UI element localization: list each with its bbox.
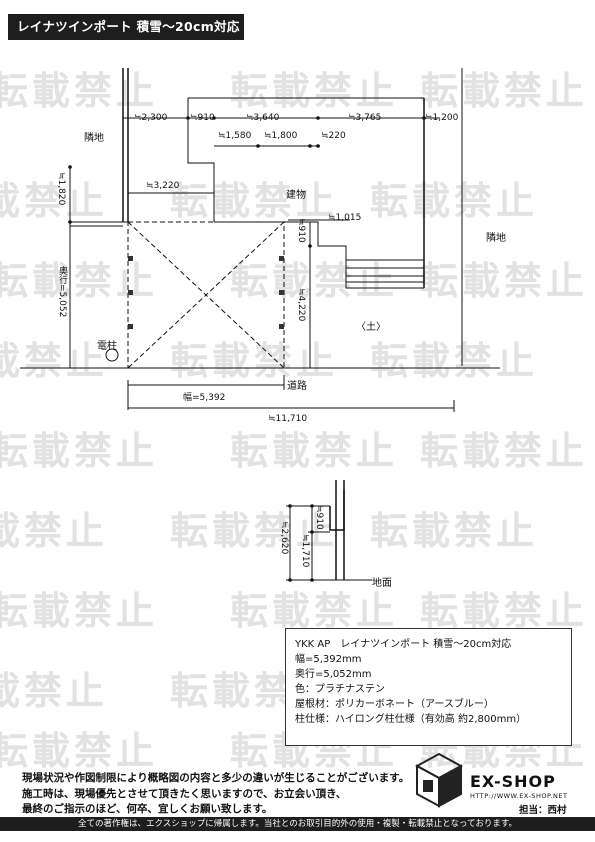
- watermark-text: 転載禁止: [420, 589, 589, 633]
- watermark-text: 転載禁止: [230, 259, 399, 303]
- copyright-footer: 全ての著作権は、エクスショップに帰属します。当社とのお取引目的外の使用・複製・転…: [0, 817, 595, 831]
- building-outline-left: [187, 98, 215, 222]
- watermark-text: 転載禁止: [0, 509, 109, 553]
- spec-product: YKK AP レイナツインポート 積雪～20cm対応: [295, 639, 512, 650]
- carport-posts: [128, 256, 284, 329]
- dim-910-vertical: ≒910: [296, 218, 306, 243]
- watermark-text: 転載禁止: [420, 69, 589, 113]
- dimension-points: [68, 116, 426, 248]
- label-building: 建物: [286, 190, 306, 201]
- post-mark: [279, 324, 284, 329]
- watermark-text: 転載禁止: [0, 179, 109, 223]
- watermark-text: 転載禁止: [0, 669, 109, 713]
- pole-circle: [105, 348, 119, 362]
- dim-2300: ≒2,300: [134, 113, 168, 123]
- logo-url: HTTP://WWW.EX-SHOP.NET: [470, 792, 568, 800]
- watermark-text: 転載禁止: [0, 589, 159, 633]
- watermark-text: 転載禁止: [0, 429, 159, 473]
- building-step: [285, 221, 424, 289]
- dim-3220: ≒3,220: [146, 181, 180, 191]
- dim-1200: ≒1,200: [425, 113, 459, 123]
- dim-height-910: ≒910: [314, 505, 324, 530]
- dim-11710: ≒11,710: [268, 414, 308, 424]
- spec-roof: 屋根材：ポリカーボネート（アースブルー）: [295, 699, 494, 710]
- spec-depth: 奥行=5,052mm: [295, 669, 372, 680]
- watermark-text: 転載禁止: [230, 69, 399, 113]
- elevation-drawing: [286, 480, 372, 581]
- watermark-text: 転載禁止: [370, 339, 539, 383]
- dim-4220: ≒4,220: [296, 288, 306, 322]
- spec-color: 色：プラチナステン: [295, 684, 385, 695]
- watermark-text: 転載禁止: [0, 339, 109, 383]
- label-neighbor-right: 隣地: [486, 233, 506, 244]
- logo-name: EX-SHOP: [470, 772, 556, 791]
- watermark-text: 転載禁止: [420, 429, 589, 473]
- dim-1800: ≒1,800: [264, 131, 298, 141]
- dim-3640: ≒3,640: [246, 113, 280, 123]
- post-mark: [279, 256, 284, 261]
- page-title: レイナツインポート 積雪～20cm対応: [8, 14, 244, 40]
- note-line: 最終のご指示のほど、何卒、宜しくお願い致します。: [22, 803, 273, 815]
- post-mark: [128, 256, 133, 261]
- watermark-text: 転載禁止: [170, 509, 339, 553]
- label-soil: 〈土〉: [356, 322, 386, 333]
- dim-220: ≒220: [321, 131, 346, 141]
- spec-box: YKK AP レイナツインポート 積雪～20cm対応 幅=5,392mm 奥行=…: [285, 628, 572, 746]
- post-mark: [128, 324, 133, 329]
- note-line: 現場状況や作図制限により概略図の内容と多少の違いが生じることがございます。: [22, 772, 410, 784]
- watermark-text: 転載禁止: [420, 259, 589, 303]
- label-neighbor-left: 隣地: [84, 133, 104, 144]
- watermark-text: 転載禁止: [170, 339, 339, 383]
- dim-height-2620: ≒2,620: [279, 521, 289, 555]
- label-road: 道路: [287, 381, 307, 392]
- post-profile: [329, 490, 345, 531]
- dim-1580: ≒1,580: [218, 131, 252, 141]
- spec-post: 柱仕様：ハイロング柱仕様（有効高 約2,800mm）: [295, 714, 527, 725]
- post-mark: [279, 290, 284, 295]
- carport-diagonal: [127, 221, 285, 369]
- dim-height-1710: ≒1,710: [300, 534, 310, 568]
- dim-width: 幅=5,392: [183, 393, 226, 403]
- exshop-cube-icon: [415, 752, 463, 808]
- watermark-text: 転載禁止: [370, 509, 539, 553]
- post-mark: [128, 290, 133, 295]
- staff-name: 担当：西村: [519, 805, 567, 816]
- watermark-text: 転載禁止: [0, 729, 159, 773]
- spec-width: 幅=5,392mm: [295, 654, 362, 665]
- label-ground: 地面: [372, 578, 392, 589]
- dim-910: ≒910: [190, 113, 215, 123]
- dim-1820: ≒1,820: [56, 172, 66, 206]
- dim-depth: 奥行=5,052: [57, 266, 67, 318]
- watermark-text: 転載禁止: [370, 179, 539, 223]
- dim-1015: ≒1,015: [328, 213, 362, 223]
- note-line: 施工時は、現場優先とさせて頂きたく思いますので、お立会い頂き、: [22, 787, 347, 800]
- watermark-text: 転載禁止: [230, 589, 399, 633]
- notes: 現場状況や作図制限により概略図の内容と多少の違いが生じることがございます。 施工…: [22, 771, 409, 818]
- dim-3765: ≒3,765: [348, 113, 382, 123]
- label-pole: 電柱: [97, 341, 117, 352]
- watermark-text: 転載禁止: [170, 179, 339, 223]
- watermark-text: 転載禁止: [230, 429, 399, 473]
